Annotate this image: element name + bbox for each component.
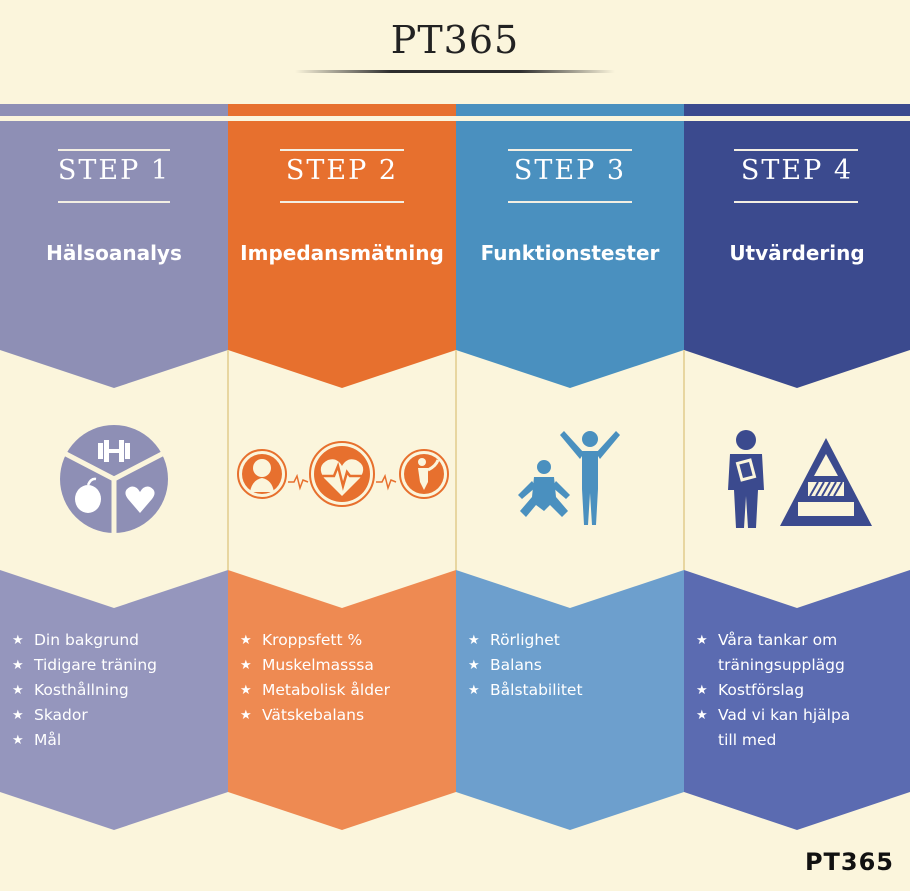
star-icon: ★ bbox=[12, 658, 24, 673]
step-1-title: Hälsoanalys bbox=[46, 241, 182, 265]
list-item: till med bbox=[718, 731, 777, 749]
page-title: PT365 bbox=[390, 18, 520, 62]
step-3-header: STEP 3 Funktionstester bbox=[456, 128, 684, 388]
step-2-details: ★Kroppsfett % ★Muskelmasssa ★Metabolisk … bbox=[228, 570, 456, 830]
health-pie-icon bbox=[58, 423, 170, 539]
list-item: ★Din bakgrund bbox=[12, 628, 222, 653]
step-2-header: STEP 2 Impedansmätning bbox=[228, 128, 456, 388]
step-2-title: Impedansmätning bbox=[240, 241, 444, 265]
top-strip-step-1 bbox=[0, 104, 228, 128]
star-icon: ★ bbox=[240, 658, 252, 673]
heart-rate-icon bbox=[232, 440, 452, 524]
exercise-people-icon bbox=[512, 425, 632, 537]
top-strip-step-3 bbox=[456, 104, 684, 128]
step-2-label: STEP 2 bbox=[285, 155, 399, 186]
step-2-bullet-list: ★Kroppsfett % ★Muskelmasssa ★Metabolisk … bbox=[240, 628, 450, 728]
step-1-line-top bbox=[58, 149, 170, 151]
column-divider bbox=[455, 350, 457, 570]
step-3-label: STEP 3 bbox=[513, 155, 627, 186]
star-icon: ★ bbox=[12, 683, 24, 698]
step-4-details: ★Våra tankar om träningsupplägg ★Kostför… bbox=[684, 570, 910, 830]
step-4-line-top bbox=[734, 149, 858, 151]
list-item: ★Våra tankar om bbox=[696, 628, 906, 653]
star-icon: ★ bbox=[240, 683, 252, 698]
step-3-details: ★Rörlighet ★Balans ★Bålstabilitet bbox=[456, 570, 684, 830]
brand-logo: PT365 bbox=[804, 848, 894, 876]
title-underline bbox=[295, 70, 615, 73]
step-4-bullet-list: ★Våra tankar om träningsupplägg ★Kostför… bbox=[696, 628, 906, 753]
list-item: ★Kostförslag bbox=[696, 678, 906, 703]
list-item: ★Kroppsfett % bbox=[240, 628, 450, 653]
star-icon: ★ bbox=[468, 683, 480, 698]
list-item: ★Metabolisk ålder bbox=[240, 678, 450, 703]
column-divider bbox=[227, 350, 229, 570]
evaluation-pyramid-icon bbox=[722, 428, 872, 536]
star-icon: ★ bbox=[12, 733, 24, 748]
list-item: ★Bålstabilitet bbox=[468, 678, 678, 703]
step-4-line-bottom bbox=[734, 201, 858, 203]
list-item: ★Kosthållning bbox=[12, 678, 222, 703]
star-icon: ★ bbox=[240, 633, 252, 648]
star-icon: ★ bbox=[12, 633, 24, 648]
star-icon: ★ bbox=[696, 708, 708, 723]
step-4-title: Utvärdering bbox=[729, 241, 865, 265]
star-icon: ★ bbox=[696, 633, 708, 648]
step-1-bullet-list: ★Din bakgrund ★Tidigare träning ★Kosthål… bbox=[12, 628, 222, 753]
step-1-label: STEP 1 bbox=[57, 155, 171, 186]
step-2-line-top bbox=[280, 149, 404, 151]
step-3-line-top bbox=[508, 149, 632, 151]
star-icon: ★ bbox=[468, 658, 480, 673]
step-4-label: STEP 4 bbox=[740, 155, 854, 186]
star-icon: ★ bbox=[696, 683, 708, 698]
star-icon: ★ bbox=[12, 708, 24, 723]
list-item: ★Vätskebalans bbox=[240, 703, 450, 728]
list-item: ★Tidigare träning bbox=[12, 653, 222, 678]
column-divider bbox=[683, 350, 685, 570]
list-item: ★Balans bbox=[468, 653, 678, 678]
list-item: träningsupplägg bbox=[718, 656, 845, 674]
step-2-line-bottom bbox=[280, 201, 404, 203]
step-3-bullet-list: ★Rörlighet ★Balans ★Bålstabilitet bbox=[468, 628, 678, 703]
step-3-line-bottom bbox=[508, 201, 632, 203]
star-icon: ★ bbox=[468, 633, 480, 648]
list-item: ★Rörlighet bbox=[468, 628, 678, 653]
step-1-details: ★Din bakgrund ★Tidigare träning ★Kosthål… bbox=[0, 570, 228, 830]
star-icon: ★ bbox=[240, 708, 252, 723]
step-4-header: STEP 4 Utvärdering bbox=[684, 128, 910, 388]
list-item: ★Mål bbox=[12, 728, 222, 753]
list-item: ★Skador bbox=[12, 703, 222, 728]
list-item: ★Vad vi kan hjälpa bbox=[696, 703, 906, 728]
step-1-header: STEP 1 Hälsoanalys bbox=[0, 128, 228, 388]
step-3-title: Funktionstester bbox=[480, 241, 660, 265]
step-1-line-bottom bbox=[58, 201, 170, 203]
top-strip-step-2 bbox=[228, 104, 456, 128]
list-item: ★Muskelmasssa bbox=[240, 653, 450, 678]
top-strip-step-4 bbox=[684, 104, 910, 128]
